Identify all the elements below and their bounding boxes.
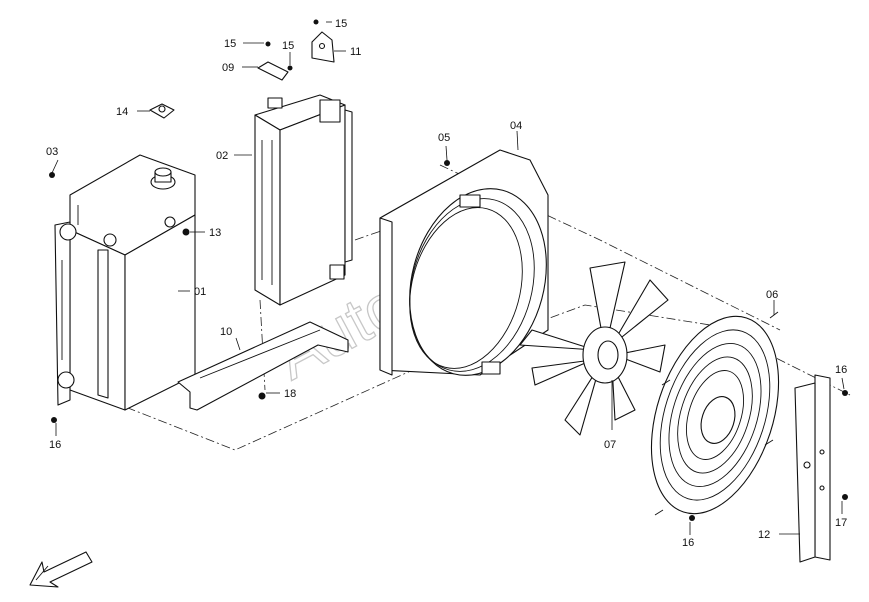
- bracket-09: [257, 61, 289, 81]
- label-02: 02: [216, 150, 228, 162]
- label-18: 18: [284, 388, 296, 400]
- label-15-top: 15: [335, 18, 347, 30]
- direction-arrow-icon: [29, 551, 93, 588]
- bar-12: [794, 374, 831, 563]
- label-03: 03: [46, 146, 58, 158]
- label-12: 12: [758, 529, 770, 541]
- label-11: 11: [350, 46, 361, 58]
- label-04: 04: [510, 120, 522, 132]
- radiator-01: [54, 154, 196, 411]
- fasteners: [49, 19, 848, 521]
- label-17: 17: [835, 517, 847, 529]
- label-14: 14: [116, 106, 128, 118]
- label-15-mid: 15: [282, 40, 294, 52]
- leader-lines: [51, 21, 845, 535]
- label-05: 05: [438, 132, 450, 144]
- part-labels: 03 14 13 01 16 02 15 15 09 15 11 10 18 0…: [46, 18, 847, 549]
- fan-shroud-04: [379, 149, 549, 376]
- bracket-11: [311, 31, 335, 63]
- label-10: 10: [220, 326, 232, 338]
- label-16-left: 16: [49, 439, 61, 451]
- label-06: 06: [766, 289, 778, 301]
- fan-07: [519, 261, 669, 436]
- label-09: 09: [222, 62, 234, 74]
- cap-14: [149, 103, 175, 119]
- label-01: 01: [194, 286, 206, 298]
- label-15-left: 15: [224, 38, 236, 50]
- base-plate-10: [177, 321, 349, 411]
- label-16-right: 16: [835, 364, 847, 376]
- label-13: 13: [209, 227, 221, 239]
- oil-cooler-02: [254, 94, 353, 306]
- fan-guard-06: [650, 311, 780, 516]
- label-16-bottom: 16: [682, 537, 694, 549]
- label-07: 07: [604, 439, 616, 451]
